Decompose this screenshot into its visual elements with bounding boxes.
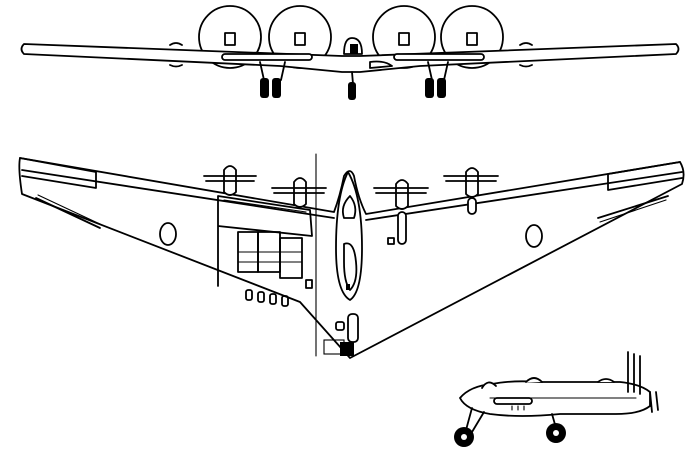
side-view-propellers [627,351,659,413]
front-view [20,5,680,100]
front-view-nose-gear [348,71,356,100]
side-view-gear [454,407,566,447]
plan-view [18,153,685,359]
side-view [454,351,659,447]
front-view-right-gear [425,61,449,98]
plan-view-cutaway [217,195,313,307]
plan-view-engines [203,165,499,245]
front-view-wing [20,43,680,73]
engine-hubs [224,32,478,46]
front-view-left-gear [259,61,286,98]
